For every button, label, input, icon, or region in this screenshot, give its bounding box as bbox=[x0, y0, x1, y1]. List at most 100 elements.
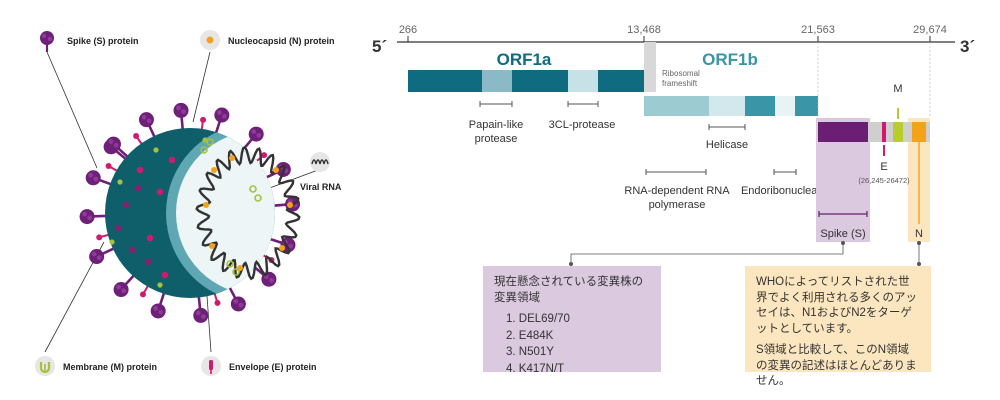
variants-callout-box: 現在懸念されている変異株の変異領域 1. DEL69/70 2. E484K 3… bbox=[483, 266, 661, 375]
membrane-dot bbox=[109, 239, 115, 245]
membrane-ring bbox=[254, 194, 262, 202]
orf1b-light-segment bbox=[709, 96, 745, 116]
surface-proteins bbox=[109, 137, 293, 288]
nucleocapsid-legend-icon bbox=[200, 30, 220, 50]
orf1b-white-segment bbox=[775, 96, 795, 116]
surface-dot bbox=[161, 271, 169, 279]
membrane-legend-icon bbox=[35, 356, 55, 376]
n-connector-dot-bottom bbox=[917, 262, 921, 266]
spike-protein bbox=[138, 112, 157, 141]
ruler-ticks: 266 13,468 21,563 29,674 bbox=[399, 24, 947, 42]
e-gene-range: (26,245-26472) bbox=[858, 176, 910, 185]
spike-region-label: Spike (S) bbox=[820, 228, 865, 240]
label-viral-rna: Viral RNA bbox=[300, 182, 342, 192]
cutaway-interior bbox=[176, 131, 275, 295]
label-envelope-protein: Envelope (E) protein bbox=[229, 362, 317, 372]
spike-protein bbox=[105, 136, 131, 160]
surface-dot bbox=[146, 234, 154, 242]
e-gene-label: E bbox=[880, 161, 887, 173]
orf1b-dark-segment bbox=[745, 96, 775, 116]
envelope-protein bbox=[140, 284, 150, 298]
nucleocapsid-dot bbox=[203, 202, 209, 208]
variant-item: 3. N501Y bbox=[506, 346, 554, 359]
surface-dot bbox=[136, 166, 144, 174]
surface-dot bbox=[114, 224, 122, 232]
variant-item: 4. K417N/T bbox=[506, 362, 565, 375]
label-membrane-protein: Membrane (M) protein bbox=[63, 362, 157, 372]
variants-callout-heading: 現在懸念されている変異株の変異領域 bbox=[494, 276, 644, 304]
spike-protein bbox=[150, 289, 167, 319]
spike-connector-dot bbox=[841, 241, 845, 245]
label-nucleocapsid-protein: Nucleocapsid (N) protein bbox=[228, 36, 335, 46]
spike-protein bbox=[113, 272, 137, 298]
spike-protein bbox=[89, 246, 118, 265]
envelope-protein bbox=[213, 292, 221, 306]
surface-dot bbox=[156, 188, 164, 196]
orf1b-end-segment bbox=[795, 96, 818, 116]
spike-region-bracket bbox=[818, 211, 868, 217]
envelope-protein bbox=[105, 163, 119, 173]
envelope-protein bbox=[133, 132, 144, 146]
who-assay-callout-box: WHOによってリストされた世界でよく利用される多くのアッセイは、N1およびN2を… bbox=[745, 266, 931, 387]
ruler-tick-label: 266 bbox=[399, 24, 417, 36]
label-spike-protein: Spike (S) protein bbox=[67, 36, 139, 46]
helicase-label: Helicase bbox=[706, 139, 748, 151]
e-gene-bar bbox=[882, 122, 886, 142]
nucleocapsid-dot bbox=[287, 202, 293, 208]
virus-illustration: Spike (S) protein Nucleocapsid (N) prote… bbox=[35, 30, 342, 376]
who-callout-paragraph-1: WHOによってリストされた世界でよく利用される多くのアッセイは、N1およびN2を… bbox=[756, 276, 917, 335]
nucleocapsid-dot bbox=[229, 155, 235, 161]
membrane-ring bbox=[206, 138, 214, 146]
variants-list: 1. DEL69/70 2. E484K 3. N501Y 4. K417N/T bbox=[494, 312, 650, 377]
spike-protein bbox=[193, 293, 209, 323]
membrane-dot bbox=[157, 282, 163, 288]
nucleocapsid-dot bbox=[211, 167, 217, 173]
spike-protein bbox=[85, 170, 115, 187]
m-gene-bar bbox=[893, 122, 903, 142]
membrane-dot bbox=[153, 147, 159, 153]
envelope-legend-icon bbox=[201, 356, 221, 376]
membrane-ring bbox=[200, 146, 208, 154]
endoribonuclease-label: Endoribonuclease bbox=[741, 185, 829, 197]
3cl-protease-label: 3CL-protease bbox=[549, 119, 616, 131]
nucleocapsid-dot bbox=[209, 243, 215, 249]
orf1a-label: ORF1a bbox=[497, 50, 552, 69]
domain-brackets bbox=[479, 101, 797, 175]
guide-lines bbox=[817, 42, 931, 118]
five-prime-end: 5´ bbox=[372, 37, 387, 56]
membrane-ring bbox=[249, 185, 257, 193]
spike-legend-icon bbox=[40, 31, 54, 52]
ruler-tick-label: 13,468 bbox=[627, 24, 661, 36]
n-gene-bar bbox=[912, 122, 926, 142]
callout-connectors bbox=[570, 242, 920, 264]
frameshift-label-line1: Ribosomal frameshift bbox=[662, 69, 702, 88]
ruler-tick-label: 21,563 bbox=[801, 24, 835, 36]
orf1a-3cl-segment bbox=[568, 70, 598, 92]
nucleocapsid-dot bbox=[279, 245, 285, 251]
surface-dot bbox=[168, 156, 176, 164]
spike-gene-bar bbox=[818, 122, 868, 142]
surface-dot bbox=[128, 246, 136, 254]
nucleocapsid-dot bbox=[273, 167, 279, 173]
n-connector-dot-top bbox=[917, 241, 921, 245]
viral-rna-coil bbox=[195, 145, 301, 281]
orf1b-label: ORF1b bbox=[702, 50, 758, 69]
viral-rna-legend-icon bbox=[310, 152, 330, 172]
three-prime-end: 3´ bbox=[960, 37, 975, 56]
m-gene-label: M bbox=[893, 83, 902, 95]
n-region-label: N bbox=[915, 228, 923, 240]
spike-protein bbox=[79, 209, 110, 225]
envelope-protein bbox=[96, 233, 111, 241]
spike-protein bbox=[226, 283, 246, 312]
variant-item: 1. DEL69/70 bbox=[506, 313, 570, 326]
surface-dot bbox=[144, 258, 152, 266]
spike-protein bbox=[173, 102, 189, 133]
frameshift-band bbox=[644, 42, 656, 92]
variant-item: 2. E484K bbox=[506, 329, 554, 342]
ruler-tick-label: 29,674 bbox=[913, 24, 947, 36]
who-callout-paragraph-2: S領域と比較して、このN領域の変異の記述はほとんどありません。 bbox=[756, 344, 917, 388]
variants-connector-dot bbox=[569, 262, 573, 266]
